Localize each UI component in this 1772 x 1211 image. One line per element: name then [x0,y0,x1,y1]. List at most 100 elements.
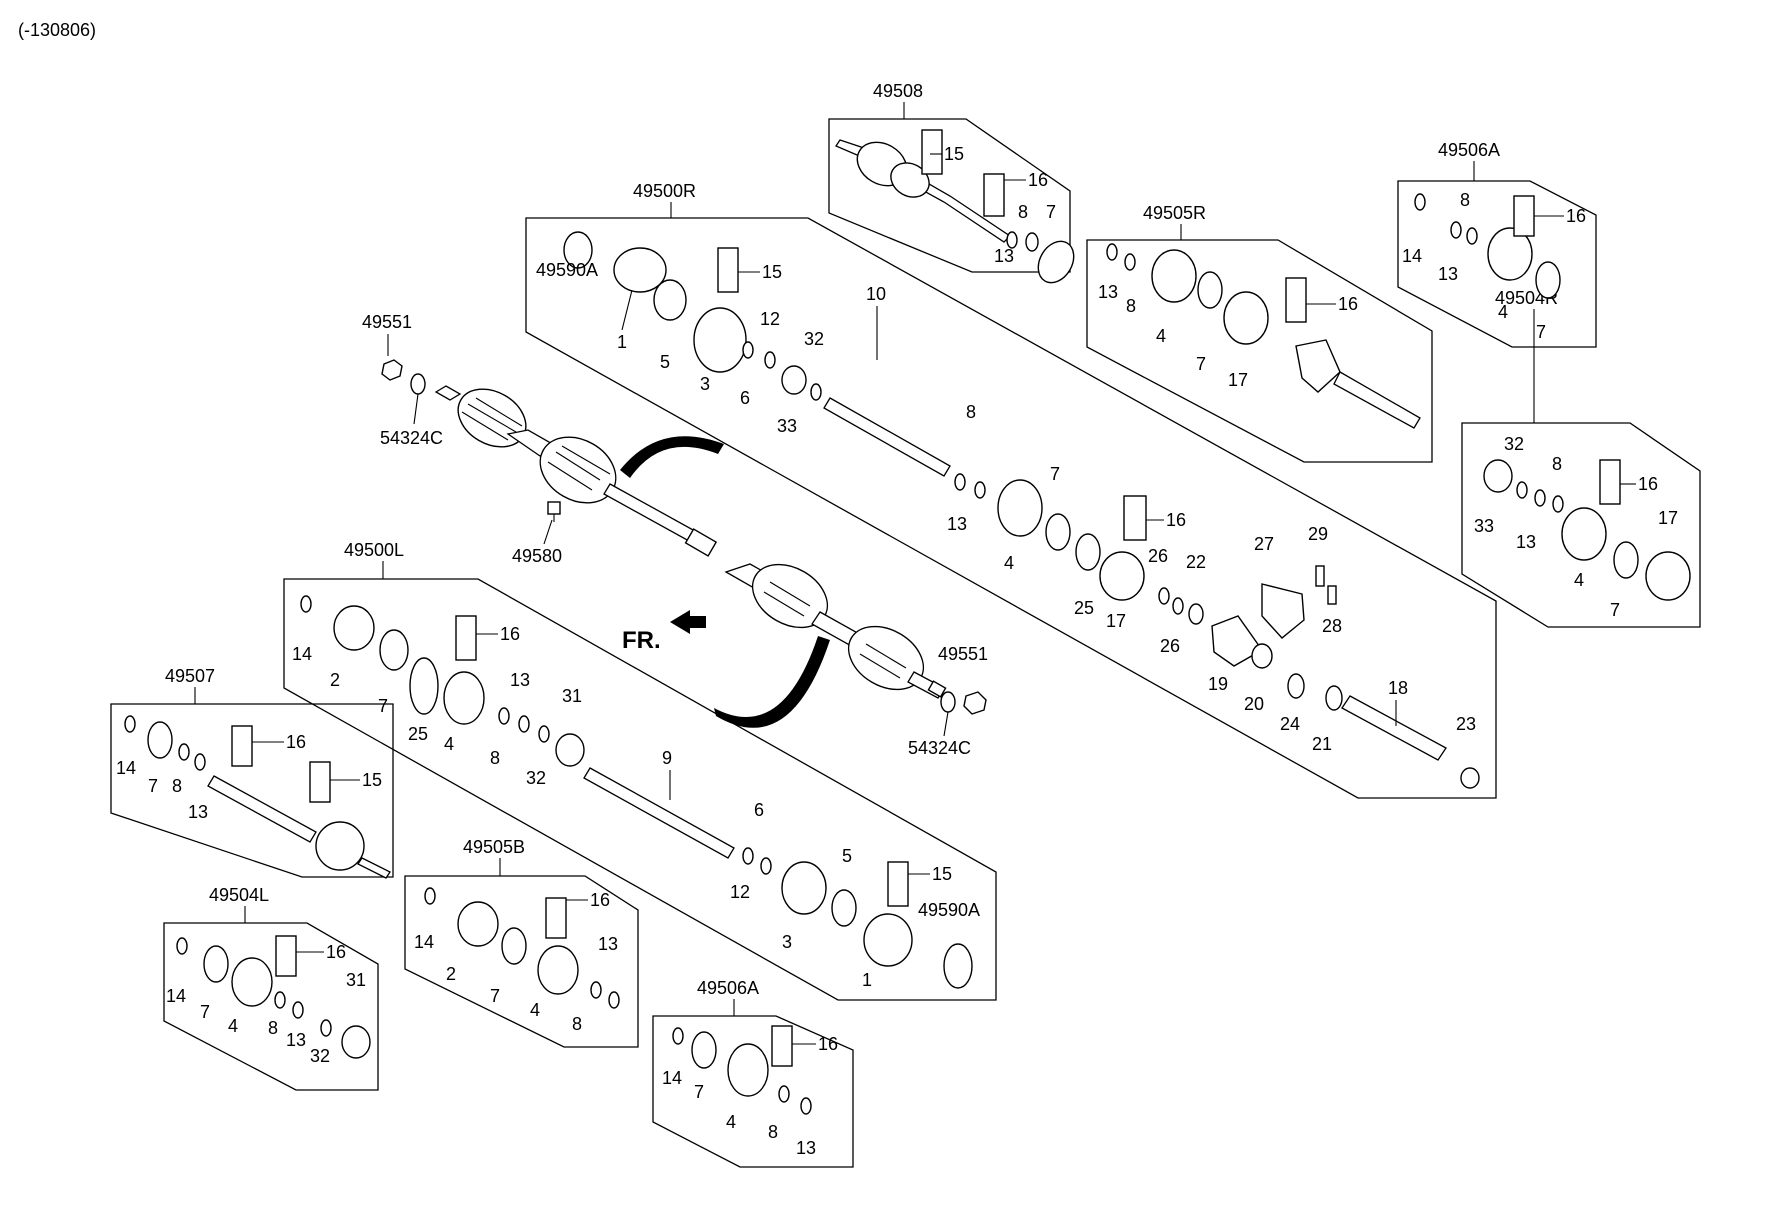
callout: 16 [1566,206,1586,226]
callout: 8 [1460,190,1470,210]
drive-shaft-assembly [381,359,987,728]
callout: 26 [1148,546,1168,566]
callout: 29 [1308,524,1328,544]
callout: 4 [726,1112,736,1132]
callout: 33 [1474,516,1494,536]
callout: 16 [590,890,610,910]
callout: 31 [562,686,582,706]
callout: 7 [1196,354,1206,374]
callout: 16 [1166,510,1186,530]
nut-49551-bottom [963,691,987,715]
callout: 2 [446,964,456,984]
callout: 49551 [938,644,988,664]
callout: 15 [944,144,964,164]
front-label: FR. [622,627,661,654]
callout: 5 [842,846,852,866]
callout: 7 [1536,322,1546,342]
group-label: 49500L [344,540,404,560]
callout: 13 [994,246,1014,266]
callout: 13 [188,802,208,822]
callout: 13 [1516,532,1536,552]
frame-49504R [1461,422,1701,628]
callout: 13 [796,1138,816,1158]
frame-49507 [110,703,394,878]
callout: 14 [1402,246,1422,266]
callout: 17 [1228,370,1248,390]
frame-49500R [525,217,1497,799]
frame-49506A-top [1397,180,1597,348]
callout: 8 [966,402,976,422]
callout: 4 [444,734,454,754]
frame-49505B [404,875,639,1048]
callout: 13 [947,514,967,534]
callout: 32 [310,1046,330,1066]
callout: 4 [1498,302,1508,322]
callout: 7 [490,986,500,1006]
callout: 7 [378,696,388,716]
nut-49551-top [381,359,403,381]
callout: 54324C [908,738,971,758]
callout: 17 [1658,508,1678,528]
callout: 4 [1156,326,1166,346]
callout: 16 [286,732,306,752]
callout: 18 [1388,678,1408,698]
group-label: 49507 [165,666,215,686]
callout: 8 [1552,454,1562,474]
callout: 12 [730,882,750,902]
callout: 10 [866,284,886,304]
callout: 49590A [918,900,980,920]
callout: 14 [292,644,312,664]
callout: 3 [782,932,792,952]
front-arrow-icon [670,610,706,634]
callout: 13 [1438,264,1458,284]
callout: 32 [526,768,546,788]
group-label: 49505R [1143,203,1206,223]
callout: 17 [1106,611,1126,631]
group-label: 49500R [633,181,696,201]
callout: 22 [1186,552,1206,572]
group-label: 49506A [697,978,759,998]
callout: 7 [148,776,158,796]
callout: 6 [754,800,764,820]
callout: 7 [1050,464,1060,484]
callout: 14 [166,986,186,1006]
group-label: 49506A [1438,140,1500,160]
callout: 8 [268,1018,278,1038]
callout: 16 [500,624,520,644]
callout: 14 [662,1068,682,1088]
callout: 16 [1028,170,1048,190]
callout: 32 [804,329,824,349]
callout: 15 [762,262,782,282]
frame-49500L [283,578,997,1001]
callout: 3 [700,374,710,394]
callout: 8 [490,748,500,768]
group-label: 49505B [463,837,525,857]
callout: 24 [1280,714,1300,734]
callout: 13 [510,670,530,690]
callout: 8 [572,1014,582,1034]
callout: 16 [1338,294,1358,314]
callout: 8 [1018,202,1028,222]
callout: 14 [414,932,434,952]
callout: 25 [1074,598,1094,618]
callout: 9 [662,748,672,768]
callout: 12 [760,309,780,329]
callout: 8 [172,776,182,796]
group-label: 49504L [209,885,269,905]
diagram-code: (-130806) [18,20,96,40]
callout: 27 [1254,534,1274,554]
callout: 13 [1098,282,1118,302]
callout: 16 [818,1034,838,1054]
callout: 32 [1504,434,1524,454]
callout: 4 [228,1016,238,1036]
callout: 2 [330,670,340,690]
callout: 6 [740,388,750,408]
callout: 5 [660,352,670,372]
callout: 33 [777,416,797,436]
callout: 49551 [362,312,412,332]
callout: 31 [346,970,366,990]
frame-49505R [1086,239,1433,463]
callout: 16 [326,942,346,962]
callout: 49580 [512,546,562,566]
callout: 8 [1126,296,1136,316]
